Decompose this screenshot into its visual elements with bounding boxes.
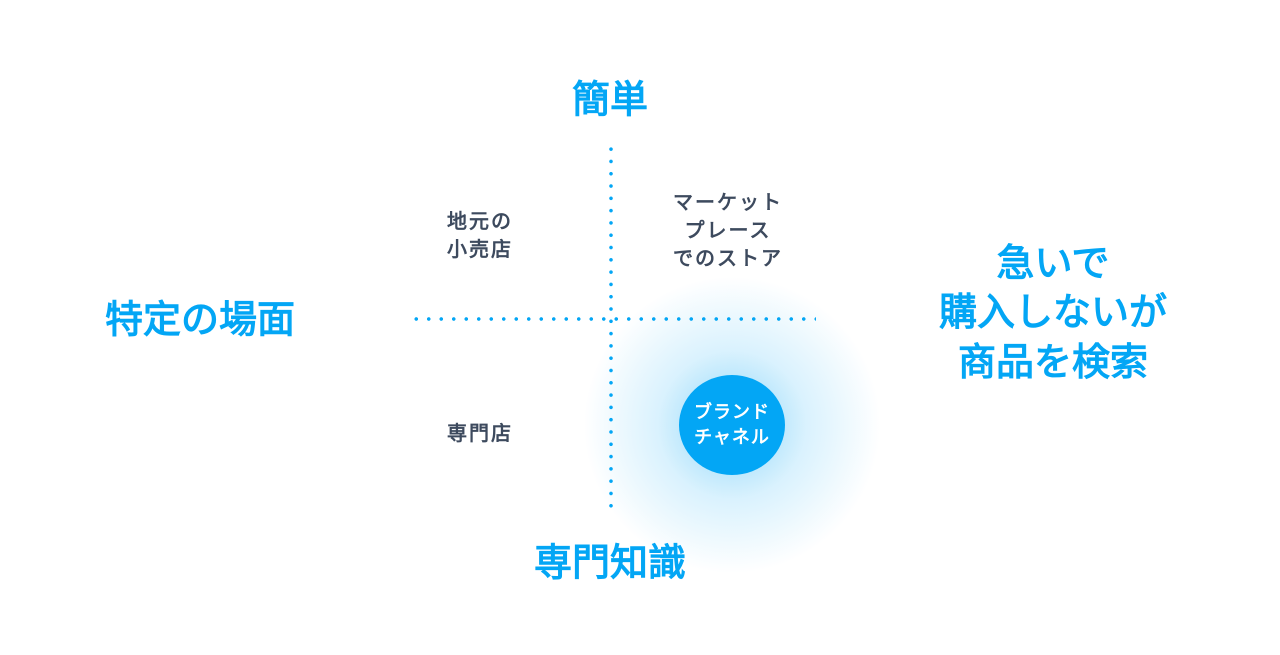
axis-label-right-line: 商品を検索 bbox=[957, 339, 1149, 384]
label-line: 専門店 bbox=[447, 421, 513, 445]
brand-channel-bubble: ブランド チャネル bbox=[679, 375, 785, 475]
quadrant-top-left-label: 地元の 小売店 bbox=[447, 207, 513, 263]
quadrant-top-right-label: マーケット プレース でのストア bbox=[673, 188, 783, 272]
quadrant-bottom-left-label: 専門店 bbox=[447, 419, 513, 447]
horizontal-axis-line bbox=[410, 317, 816, 321]
axis-label-bottom: 専門知識 bbox=[533, 540, 687, 585]
label-line: でのストア bbox=[673, 246, 783, 270]
label-line: プレース bbox=[684, 218, 772, 242]
label-line: マーケット bbox=[673, 190, 783, 214]
label-line: 小売店 bbox=[447, 237, 513, 261]
axis-label-right-line: 急いで bbox=[996, 240, 1110, 285]
label-line: 地元の bbox=[447, 209, 513, 233]
bubble-line: チャネル bbox=[694, 427, 770, 448]
bubble-line: ブランド bbox=[694, 401, 770, 423]
axis-label-right: 急いで 購入しないが 商品を検索 bbox=[939, 239, 1167, 387]
axis-label-top: 簡単 bbox=[571, 77, 649, 122]
vertical-axis-line bbox=[609, 143, 613, 509]
axis-label-left: 特定の場面 bbox=[104, 297, 296, 342]
axis-label-right-line: 購入しないが bbox=[938, 290, 1168, 335]
